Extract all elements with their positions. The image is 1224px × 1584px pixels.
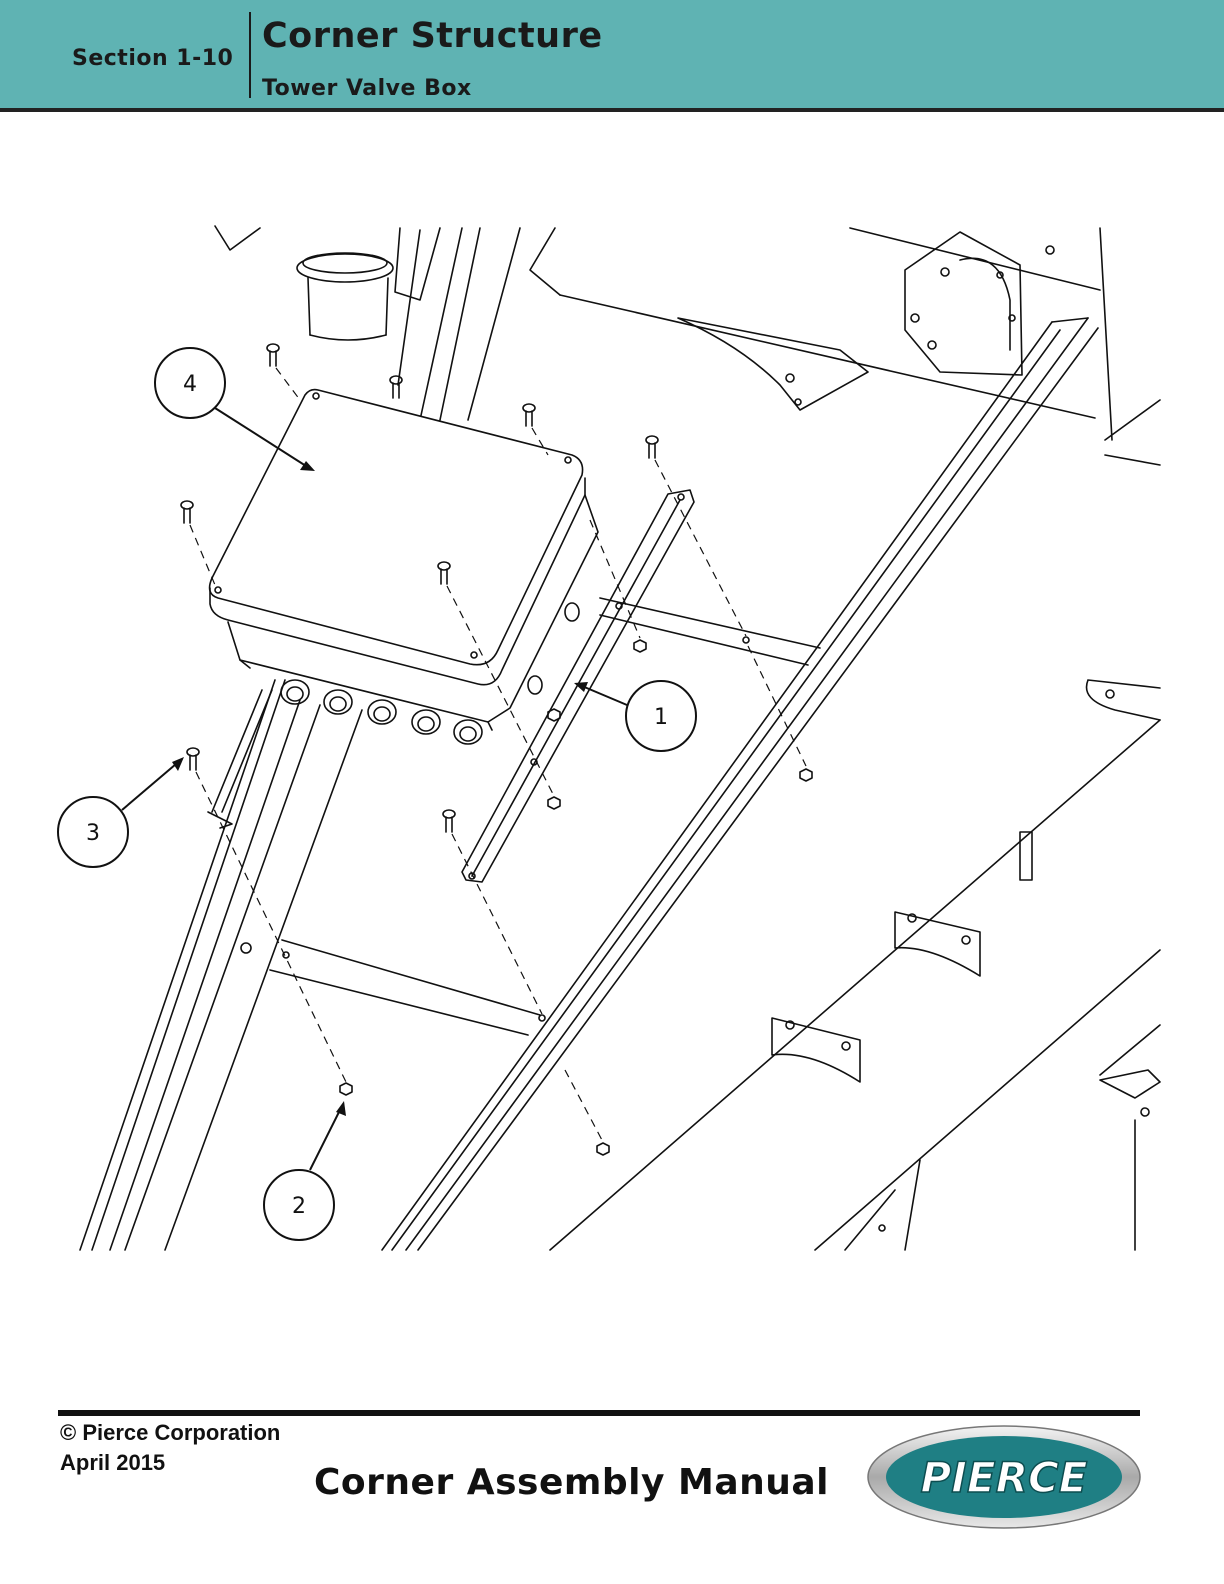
- footer-rule: [58, 1410, 1140, 1416]
- callout-1: 1: [574, 681, 696, 751]
- callout-3-label: 3: [86, 821, 100, 846]
- callout-1-label: 1: [654, 705, 668, 730]
- header-divider: [249, 12, 251, 98]
- pierce-logo: PIERCE: [866, 1424, 1142, 1530]
- nuts: [283, 637, 812, 1155]
- page-title: Corner Structure: [262, 16, 603, 56]
- page-subtitle: Tower Valve Box: [262, 76, 472, 101]
- frame-structure: [80, 226, 1160, 1250]
- copyright-text: © Pierce Corporation: [60, 1420, 280, 1446]
- header-band: Section 1-10 Corner Structure Tower Valv…: [0, 0, 1224, 112]
- callout-2: 2: [264, 1101, 346, 1240]
- section-number: Section 1-10: [72, 46, 233, 71]
- callout-4-label: 4: [183, 372, 197, 397]
- manual-title: Corner Assembly Manual: [314, 1462, 829, 1503]
- callout-2-label: 2: [292, 1194, 306, 1219]
- callout-3: 3: [58, 757, 184, 867]
- assembly-drawing: 1 2 3 4: [0, 210, 1224, 1270]
- logo-wordmark: PIERCE: [921, 1453, 1088, 1502]
- publication-date: April 2015: [60, 1450, 165, 1476]
